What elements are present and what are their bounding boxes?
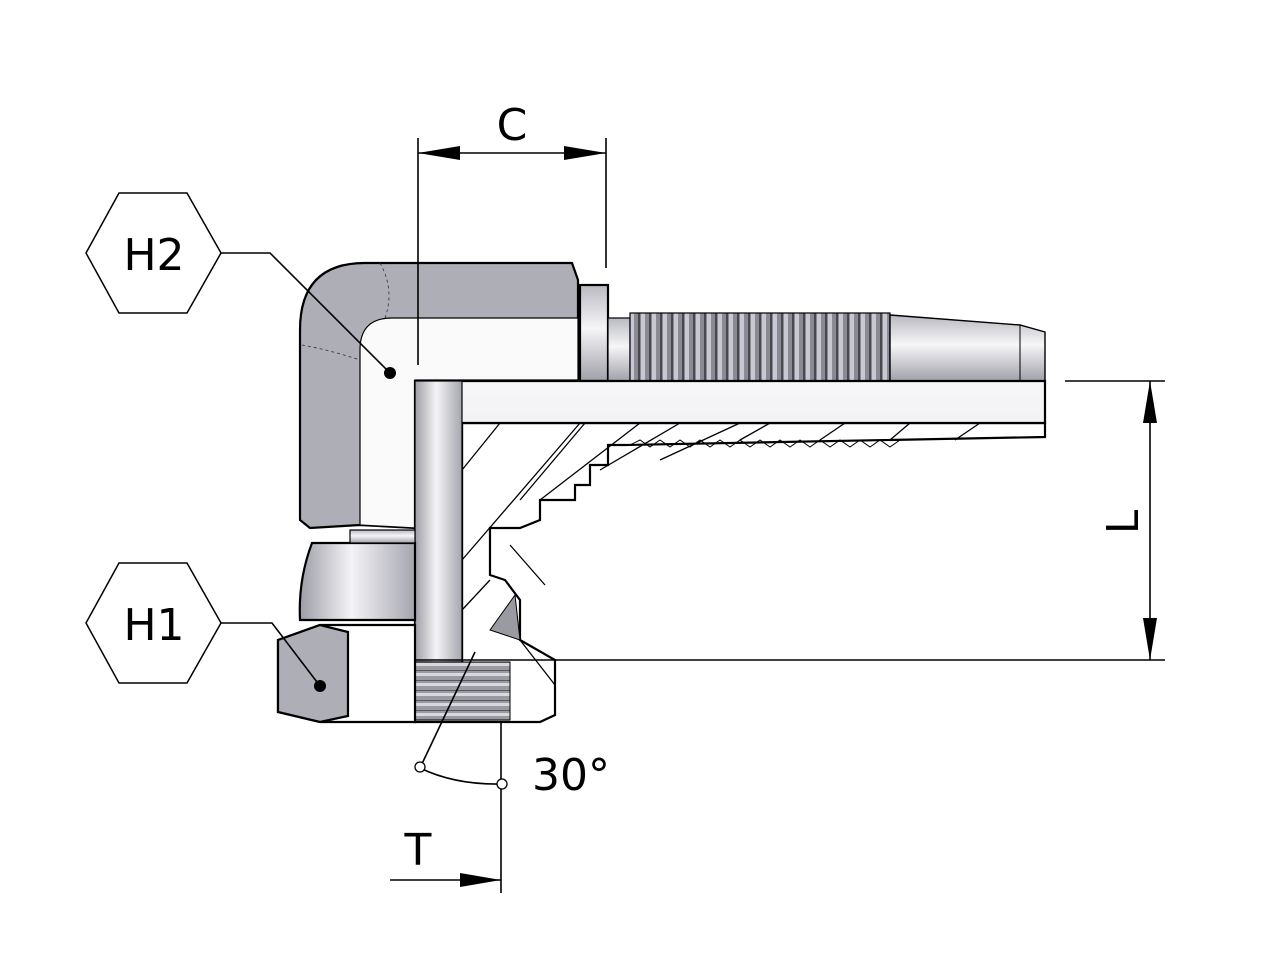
angle-annotation: 30°: [414, 651, 610, 801]
dimension-l: L: [415, 380, 1165, 661]
threaded-stem: [607, 312, 1046, 382]
leaders: [221, 252, 396, 692]
t-label: T: [404, 825, 432, 876]
dimension-t: T: [390, 722, 502, 893]
angle-label: 30°: [532, 750, 610, 801]
l-label: L: [1098, 509, 1149, 534]
swivel-nut: [276, 529, 417, 724]
section-view: [413, 379, 1047, 724]
h2-label: H2: [123, 230, 184, 281]
hex-label-h2: H2: [85, 192, 222, 314]
hex-label-h1: H1: [85, 562, 222, 684]
h1-label: H1: [123, 600, 184, 651]
c-label: C: [497, 100, 528, 151]
shoulder: [578, 283, 610, 383]
dimension-c: C: [417, 100, 607, 365]
